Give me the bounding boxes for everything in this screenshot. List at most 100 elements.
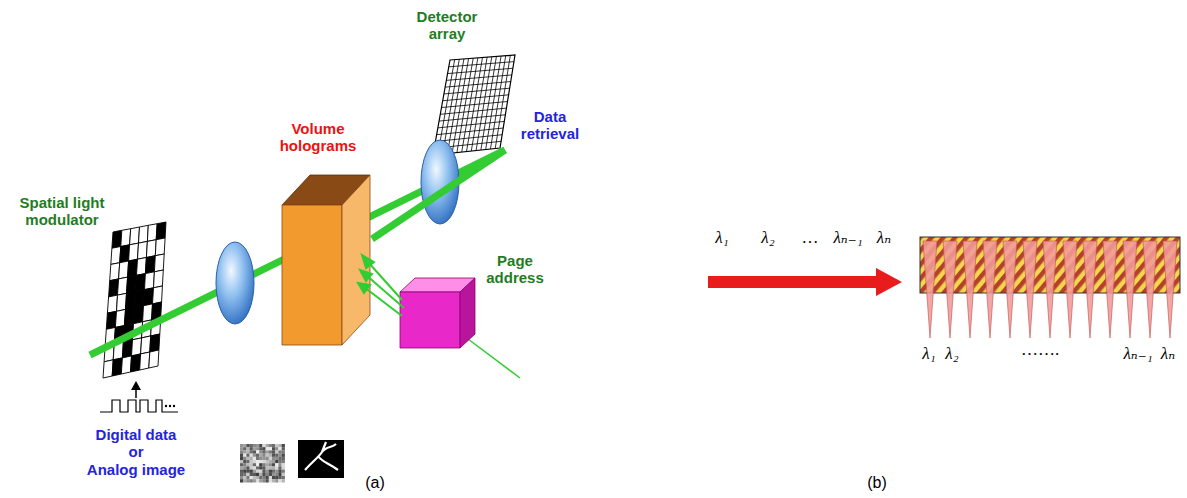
noise-pixel bbox=[272, 463, 275, 466]
noise-pixel bbox=[256, 460, 259, 463]
noise-pixel bbox=[253, 460, 256, 463]
noise-pixel bbox=[253, 466, 256, 469]
noise-pixel bbox=[262, 470, 265, 473]
noise-pixel bbox=[246, 473, 249, 476]
slm-pixel bbox=[124, 308, 134, 326]
slm-pixel bbox=[155, 238, 165, 256]
noise-pixel bbox=[266, 454, 269, 457]
slm-pixel bbox=[115, 309, 125, 327]
noise-pixel bbox=[269, 444, 272, 447]
noise-pixel bbox=[269, 460, 272, 463]
slm-pixel bbox=[149, 350, 159, 368]
reference-arrows bbox=[358, 255, 404, 316]
noise-pixel bbox=[266, 466, 269, 469]
wavelength-label: λ₁ bbox=[922, 344, 935, 364]
noise-pixel bbox=[246, 454, 249, 457]
wavelength-label: λ₂ bbox=[761, 228, 774, 248]
noise-pixel bbox=[243, 444, 246, 447]
output-beam bbox=[963, 241, 977, 338]
input-beam bbox=[708, 276, 880, 288]
label-line: retrieval bbox=[521, 125, 579, 142]
noise-pixel bbox=[272, 454, 275, 457]
slm-pixel bbox=[121, 229, 131, 247]
noise-pixel bbox=[278, 457, 281, 460]
noise-pixel bbox=[253, 476, 256, 479]
slm-pixel bbox=[139, 225, 149, 243]
noise-pixel bbox=[250, 447, 253, 450]
slm-pixel bbox=[150, 334, 160, 352]
label-line: Analog image bbox=[87, 461, 185, 478]
noise-pixel bbox=[272, 450, 275, 453]
reference-beam bbox=[464, 336, 520, 378]
data-waveform bbox=[100, 400, 178, 412]
slm-pixel bbox=[147, 224, 157, 242]
noise-pixel bbox=[243, 460, 246, 463]
noise-pixel bbox=[240, 466, 243, 469]
slm-pixel bbox=[137, 258, 147, 276]
analog-image bbox=[298, 440, 344, 478]
noise-pixel bbox=[246, 460, 249, 463]
noise-pixel bbox=[250, 460, 253, 463]
noise-pixel bbox=[259, 454, 262, 457]
output-beam bbox=[923, 241, 937, 338]
slm-pixel bbox=[138, 241, 148, 259]
output-beam bbox=[1163, 241, 1177, 338]
noise-pixel bbox=[253, 444, 256, 447]
noise-pixel bbox=[256, 466, 259, 469]
noise-pixel bbox=[278, 473, 281, 476]
slm-pixel bbox=[132, 338, 142, 356]
noise-pixel bbox=[259, 447, 262, 450]
noise-pixel bbox=[278, 444, 281, 447]
slm-pixel bbox=[154, 270, 164, 288]
wavelength-label: λₙ bbox=[1161, 344, 1175, 364]
noise-pixel bbox=[256, 470, 259, 473]
slm-pixel bbox=[146, 240, 156, 258]
slm-pixel bbox=[128, 259, 138, 277]
label-line: modulator bbox=[19, 211, 104, 228]
noise-pixel bbox=[253, 479, 256, 482]
noise-pixel bbox=[246, 463, 249, 466]
slm-pixel bbox=[121, 356, 131, 374]
noise-pixel bbox=[275, 470, 278, 473]
noise-pixel bbox=[278, 470, 281, 473]
panel-label: (a) bbox=[365, 474, 385, 492]
noise-pixel bbox=[282, 463, 285, 466]
slm-pixel bbox=[112, 230, 122, 248]
noise-pixel bbox=[250, 473, 253, 476]
output-beam bbox=[1043, 241, 1057, 338]
slm-pixel bbox=[117, 293, 127, 311]
slm-pixel bbox=[112, 358, 122, 376]
noise-pixel bbox=[262, 466, 265, 469]
noise-pixel bbox=[272, 470, 275, 473]
slm-pixel bbox=[118, 277, 128, 295]
noise-pixel bbox=[243, 479, 246, 482]
label-line: Volume bbox=[280, 120, 357, 137]
image-figure bbox=[305, 442, 338, 470]
noise-pixel bbox=[282, 454, 285, 457]
noise-pixel bbox=[250, 450, 253, 453]
noise-pixel bbox=[272, 444, 275, 447]
slm-pixel bbox=[122, 340, 132, 358]
detector-array bbox=[433, 55, 515, 155]
slm-pixel bbox=[143, 304, 153, 322]
noise-pixel bbox=[262, 463, 265, 466]
noise-pixel bbox=[240, 473, 243, 476]
label-line: Spatial light bbox=[19, 194, 104, 211]
noise-pixel bbox=[266, 470, 269, 473]
slm-pixel bbox=[135, 290, 145, 308]
wavelength-label: λₙ₋₁ bbox=[1123, 344, 1152, 364]
output-beam bbox=[1103, 241, 1117, 338]
noise-pixel bbox=[259, 444, 262, 447]
noise-pixel bbox=[240, 447, 243, 450]
waveform-dot bbox=[169, 405, 171, 407]
noise-pixel bbox=[266, 476, 269, 479]
slm-pixel bbox=[144, 288, 154, 306]
noise-pixel bbox=[266, 447, 269, 450]
output-beam bbox=[1023, 241, 1037, 338]
output-beam bbox=[1143, 241, 1157, 338]
wavelength-label: λ₁ bbox=[715, 228, 728, 248]
wavelength-label: λ₂ bbox=[945, 344, 958, 364]
noise-pixel bbox=[243, 470, 246, 473]
label-line: Page bbox=[486, 252, 544, 269]
